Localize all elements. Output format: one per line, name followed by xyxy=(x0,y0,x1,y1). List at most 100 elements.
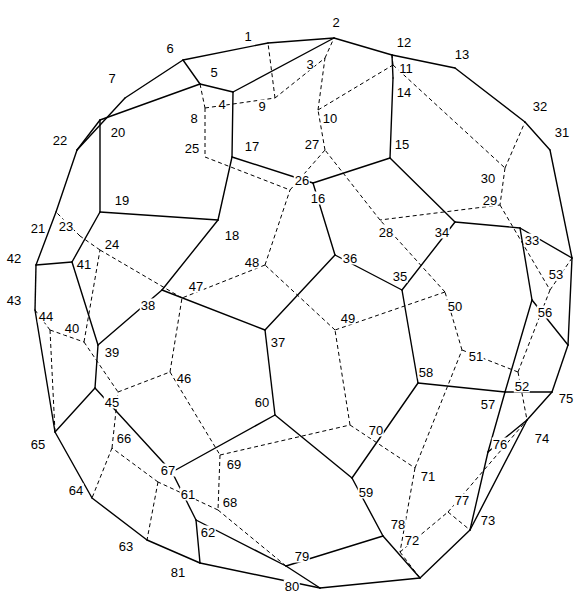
hidden-edge xyxy=(92,448,112,498)
vertex-number: 70 xyxy=(368,424,384,437)
hidden-edge xyxy=(118,372,170,392)
visible-edge xyxy=(72,212,100,262)
visible-edge xyxy=(233,38,334,92)
vertex-number: 60 xyxy=(254,396,270,409)
vertex-number: 52 xyxy=(514,380,530,393)
vertex-number: 59 xyxy=(358,486,374,499)
hidden-edge xyxy=(500,205,550,290)
vertex-number: 25 xyxy=(184,142,200,155)
vertex-number: 73 xyxy=(480,514,496,527)
hidden-edge xyxy=(170,298,182,372)
hidden-edge xyxy=(200,84,205,108)
vertex-number: 34 xyxy=(434,226,450,239)
hidden-edge xyxy=(290,150,325,190)
vertex-number: 79 xyxy=(294,550,310,563)
vertex-number: 76 xyxy=(492,438,508,451)
vertex-number: 20 xyxy=(110,126,126,139)
visible-edge xyxy=(527,392,552,420)
vertex-number: 6 xyxy=(165,42,174,55)
visible-edge xyxy=(552,345,568,392)
vertex-number: 64 xyxy=(68,484,84,497)
visible-edge xyxy=(99,120,100,212)
hidden-edge xyxy=(400,512,448,552)
vertex-number: 13 xyxy=(454,48,470,61)
visible-edge xyxy=(525,122,550,150)
vertex-number: 78 xyxy=(390,518,406,531)
vertex-number: 14 xyxy=(396,86,412,99)
vertex-number: 41 xyxy=(76,258,92,271)
vertex-number: 11 xyxy=(398,62,414,75)
hidden-edge xyxy=(218,510,286,566)
visible-edge xyxy=(36,212,56,265)
visible-edge xyxy=(455,222,520,228)
visible-edge xyxy=(313,158,390,183)
hidden-edge xyxy=(505,122,525,168)
hidden-edge xyxy=(220,425,350,455)
visible-edge xyxy=(352,478,383,536)
vertex-number: 30 xyxy=(480,172,496,185)
vertex-number: 29 xyxy=(482,194,498,207)
visible-edge xyxy=(488,420,527,452)
vertex-number: 80 xyxy=(284,580,300,593)
vertex-number: 56 xyxy=(537,306,553,319)
vertex-number: 46 xyxy=(176,372,192,385)
vertex-number: 9 xyxy=(257,100,266,113)
vertex-number: 27 xyxy=(304,138,320,151)
visible-edge xyxy=(125,60,183,98)
visible-edge xyxy=(172,472,196,520)
visible-edge xyxy=(56,150,77,212)
visible-edge xyxy=(402,222,455,290)
vertex-number: 63 xyxy=(118,540,134,553)
vertex-number: 1 xyxy=(243,30,252,43)
hidden-edge xyxy=(448,420,527,512)
vertex-number: 5 xyxy=(209,66,218,79)
vertex-number: 22 xyxy=(52,134,68,147)
visible-edge xyxy=(183,43,268,60)
hidden-edge xyxy=(205,108,206,157)
vertex-number: 40 xyxy=(64,322,80,335)
vertex-number: 31 xyxy=(554,126,570,139)
visible-edge xyxy=(100,84,200,120)
vertex-number: 67 xyxy=(160,464,176,477)
visible-edge xyxy=(268,38,334,43)
vertex-number: 44 xyxy=(38,310,54,323)
hidden-edge xyxy=(335,292,445,330)
vertex-number: 51 xyxy=(468,350,484,363)
visible-edge xyxy=(35,310,55,432)
vertex-number: 36 xyxy=(342,252,358,265)
vertex-number: 10 xyxy=(322,112,338,125)
vertex-number: 19 xyxy=(114,194,130,207)
visible-edge xyxy=(172,415,275,472)
visible-edge xyxy=(77,120,100,150)
vertex-number: 69 xyxy=(226,458,242,471)
vertex-number: 47 xyxy=(188,280,204,293)
visible-edge xyxy=(392,55,393,78)
visible-edge xyxy=(183,60,200,84)
vertex-number: 16 xyxy=(310,192,326,205)
vertex-number: 12 xyxy=(396,36,412,49)
vertex-number: 50 xyxy=(447,300,463,313)
visible-edge xyxy=(320,578,420,588)
visible-edge xyxy=(200,84,233,92)
visible-edge xyxy=(232,92,233,157)
vertex-number: 72 xyxy=(404,534,420,547)
vertex-number: 71 xyxy=(420,470,436,483)
visible-edge xyxy=(55,432,92,498)
vertex-number: 28 xyxy=(378,226,394,239)
visible-edge xyxy=(520,228,572,258)
vertex-number: 49 xyxy=(340,312,356,325)
visible-edges xyxy=(35,38,572,588)
vertex-number: 61 xyxy=(180,488,196,501)
visible-edge xyxy=(95,345,98,388)
vertex-number: 24 xyxy=(104,238,120,251)
vertex-number: 32 xyxy=(532,100,548,113)
hidden-edges xyxy=(35,38,572,578)
visible-edge xyxy=(147,540,200,563)
hidden-edge xyxy=(393,65,505,168)
vertex-number: 74 xyxy=(534,432,550,445)
visible-edge xyxy=(532,300,568,345)
vertex-number: 33 xyxy=(524,234,540,247)
vertex-number: 62 xyxy=(200,526,216,539)
vertex-number: 42 xyxy=(6,252,22,265)
